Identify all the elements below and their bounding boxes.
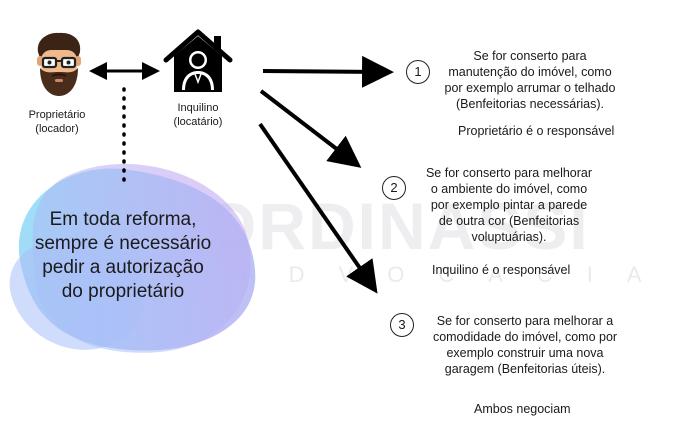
case-1-line: por exemplo arrumar o telhado [444,81,616,95]
case-3-responsible: Ambos negociam [474,402,571,416]
tenant-label: Inquilino (locatário) [150,101,246,129]
owner-label-line1: Proprietário [28,109,86,121]
case-1-line: Se for conserto para [473,49,587,63]
case-1-line: (Benfeitorias necessárias). [456,97,604,111]
case-3-line: comodidade do imóvel, como por [432,330,618,344]
arrow-to-case-2 [259,89,362,168]
case-2-line: Se for conserto para melhorar [425,166,593,180]
case-3-line: garagem (Benfeitorias úteis). [444,362,606,376]
case-3-line: Se for conserto para melhorar a [436,314,614,328]
owner-label: Proprietário (locador) [14,108,100,136]
note-line: do proprietário [61,281,185,302]
owner-label-line2: (locador) [35,123,79,135]
case-2-line: de outra cor (Benfeitorias [438,214,580,228]
owner-avatar-icon [37,32,81,96]
watermark-logo-text: ORDINASSI [205,189,590,263]
case-2-line: voluptuárias). [471,230,547,244]
case-2-responsible: Inquilino é o responsável [432,263,571,277]
case-2-description: Se for conserto para melhorar o ambiente… [406,165,612,245]
watermark-subtitle: ADVOCACIA [240,262,676,287]
case-3-number-badge: 3 [390,313,414,337]
case-1-line: manutenção do imóvel, como [448,65,612,79]
arrow-to-case-1 [262,55,394,88]
tenant-house-icon [163,29,233,92]
case-1-description: Se for conserto para manutenção do imóve… [432,48,628,112]
case-1-number-badge: 1 [406,60,430,84]
gradient-blob [9,164,256,353]
case-2-line: por exemplo pintar a parede [430,198,588,212]
tenant-label-line1: Inquilino [177,102,219,114]
note-line: pedir a autorização [42,257,204,278]
case-1-responsible: Proprietário é o responsável [458,124,615,138]
note-line: sempre é necessário [34,233,212,254]
note-line: Em toda reforma, [49,209,197,230]
case-3-line: exemplo construir uma nova [446,346,604,360]
arrow-to-case-3 [258,122,378,294]
case-2-number-badge: 2 [382,176,406,200]
tenant-label-line2: (locatário) [173,116,223,128]
authorization-note: Em toda reforma, sempre é necessário ped… [18,208,228,304]
case-3-description: Se for conserto para melhorar a comodida… [414,313,636,377]
case-2-line: o ambiente do imóvel, como [430,182,588,196]
